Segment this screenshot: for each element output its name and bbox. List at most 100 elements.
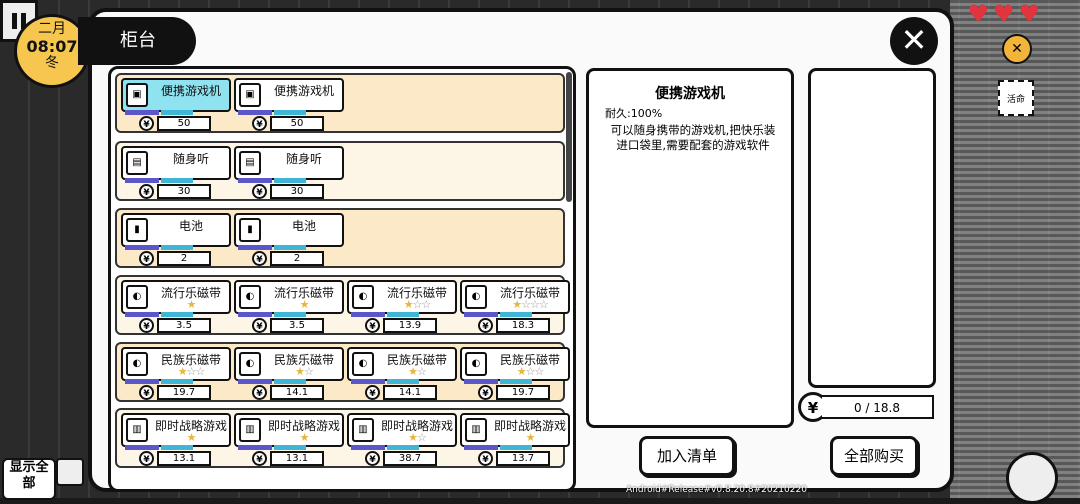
rating-stars: ★ [299,298,310,311]
shop-item[interactable]: ▤随身听¥30 [121,146,231,200]
panel-title: 柜台 [78,17,196,65]
item-name: 流行乐磁带 [499,286,560,300]
shop-item[interactable]: ◐民族乐磁带★☆¥14.1 [347,347,457,401]
shop-item[interactable]: ◐流行乐磁带★☆☆☆¥18.3 [460,280,570,334]
item-icon: ◐ [239,352,261,376]
version-label: Android#Release#v0.8.20.8#20210220 [626,485,807,495]
item-card[interactable]: ▮电池 [234,213,344,247]
item-price: 38.7 [383,451,437,466]
item-icon: ▥ [126,418,148,442]
shop-item[interactable]: ▮电池¥2 [121,213,231,267]
shop-item[interactable]: ▥即时战略游戏★¥13.1 [234,413,344,467]
item-icon: ▣ [126,83,148,107]
item-card[interactable]: ▣便携游戏机 [234,78,344,112]
rating-stars: ★☆ [295,365,314,378]
item-card[interactable]: ◐流行乐磁带★ [234,280,344,314]
item-price: 18.3 [496,318,550,333]
shop-list[interactable]: ▣便携游戏机¥50▣便携游戏机¥50▤随身听¥30▤随身听¥30▮电池¥2▮电池… [108,66,576,492]
shop-item[interactable]: ▣便携游戏机¥50 [121,78,231,132]
item-price: 14.1 [270,385,324,400]
inventory-icon[interactable] [56,458,84,486]
shop-item[interactable]: ◐ 民族乐磁带★☆ ¥14.1 [234,347,344,401]
item-icon: ▤ [239,151,261,175]
item-price: 13.1 [270,451,324,466]
item-price: 19.7 [157,385,211,400]
coin-icon: ¥ [139,318,154,333]
item-card[interactable]: ◐民族乐磁带★☆ [347,347,457,381]
item-card[interactable]: ▥即时战略游戏★ [234,413,344,447]
item-name: 即时战略游戏 [267,419,340,433]
scenery-right [950,0,1080,498]
item-name: 流行乐磁带 [386,286,447,300]
detail-description: 可以随身携带的游戏机,把快乐装进口袋里,需要配套的游戏软件 [610,123,776,152]
add-to-list-button[interactable]: 加入清单 [639,436,735,476]
shop-row: ▤随身听¥30▤随身听¥30 [115,141,565,201]
shop-scrollbar[interactable] [566,72,572,202]
shop-item[interactable]: ◐民族乐磁带★☆☆ ¥19.7 [460,347,570,401]
tools-icon[interactable]: ✕ [1002,34,1032,64]
shop-item[interactable]: ◐流行乐磁带★¥3.5 [234,280,344,334]
coin-icon: ¥ [252,385,267,400]
item-quality-bar [125,178,225,183]
item-card[interactable]: ◐流行乐磁带★☆☆ [347,280,457,314]
heart-icon: ♥ [1018,0,1040,28]
shop-item[interactable]: ◐流行乐磁带★☆☆¥13.9 [347,280,457,334]
item-card[interactable]: ▥即时战略游戏★ [121,413,231,447]
item-card[interactable]: ▥即时战略游戏★☆ [347,413,457,447]
item-icon: ▮ [239,218,261,242]
item-quality-bar [238,312,338,317]
item-name: 民族乐磁带 [273,353,334,367]
coin-icon: ¥ [252,184,267,199]
heart-icon: ♥ [992,0,1015,28]
shop-item[interactable]: ▥即时战略游戏★¥13.1 [121,413,231,467]
shop-item[interactable]: ▥即时战略游戏★¥13.7 [460,413,570,467]
close-icon: ✕ [900,21,928,59]
shop-item[interactable]: ◐民族乐磁带★☆☆¥19.7 [121,347,231,401]
item-card[interactable]: ◐民族乐磁带★☆☆ [460,347,570,381]
heart-icon: ♥ [967,0,989,28]
month-label: 二月 [38,21,66,37]
item-name: 便携游戏机 [160,84,221,98]
item-card[interactable]: ▥即时战略游戏★ [460,413,570,447]
show-all-button[interactable]: 显示全部 [2,458,56,500]
coin-icon: ¥ [365,318,380,333]
item-quality-bar [351,312,451,317]
item-price: 19.7 [496,385,550,400]
rating-stars: ★☆☆ [516,365,545,378]
item-price: 30 [157,184,211,199]
coin-icon: ¥ [478,385,493,400]
detail-title: 便携游戏机 [655,86,725,102]
item-card[interactable]: ◐ 民族乐磁带★☆ [234,347,344,381]
item-detail-panel: 便携游戏机 耐久:100% 可以随身携带的游戏机,把快乐装进口袋里,需要配套的游… [586,68,794,428]
item-icon: ▤ [126,151,148,175]
rating-stars: ★ [299,431,310,444]
coin-icon: ¥ [139,116,154,131]
shop-item[interactable]: ▥即时战略游戏★☆¥38.7 [347,413,457,467]
item-quality-bar [351,445,451,450]
shop-item[interactable]: ▣便携游戏机¥50 [234,78,344,132]
item-card[interactable]: ▣ 便携游戏机 [121,78,231,112]
shop-item[interactable]: ▤随身听¥30 [234,146,344,200]
coin-icon: ¥ [252,116,267,131]
close-button[interactable]: ✕ [890,17,938,65]
time-label: 08:07 [26,37,78,56]
shop-item[interactable]: ◐流行乐磁带★¥3.5 [121,280,231,334]
item-card[interactable]: ◐民族乐磁带★☆☆ [121,347,231,381]
item-quality-bar [351,379,451,384]
item-price: 13.9 [383,318,437,333]
item-card[interactable]: ▤随身听 [121,146,231,180]
item-icon: ▣ [239,83,261,107]
item-card[interactable]: ◐流行乐磁带★ [121,280,231,314]
item-icon: ◐ [352,285,374,309]
item-card[interactable]: ▮电池 [121,213,231,247]
backpack-button[interactable] [1006,452,1058,504]
rating-stars: ★ [525,431,536,444]
rating-stars: ★ [186,298,197,311]
item-quality-bar [238,110,338,115]
side-tag[interactable]: 活命 [998,80,1034,116]
buy-all-button[interactable]: 全部购买 [830,436,918,476]
item-card[interactable]: ◐流行乐磁带★☆☆☆ [460,280,570,314]
date-clock: 二月 08:07 冬 [14,14,90,88]
shop-item[interactable]: ▮电池¥2 [234,213,344,267]
item-card[interactable]: ▤随身听 [234,146,344,180]
